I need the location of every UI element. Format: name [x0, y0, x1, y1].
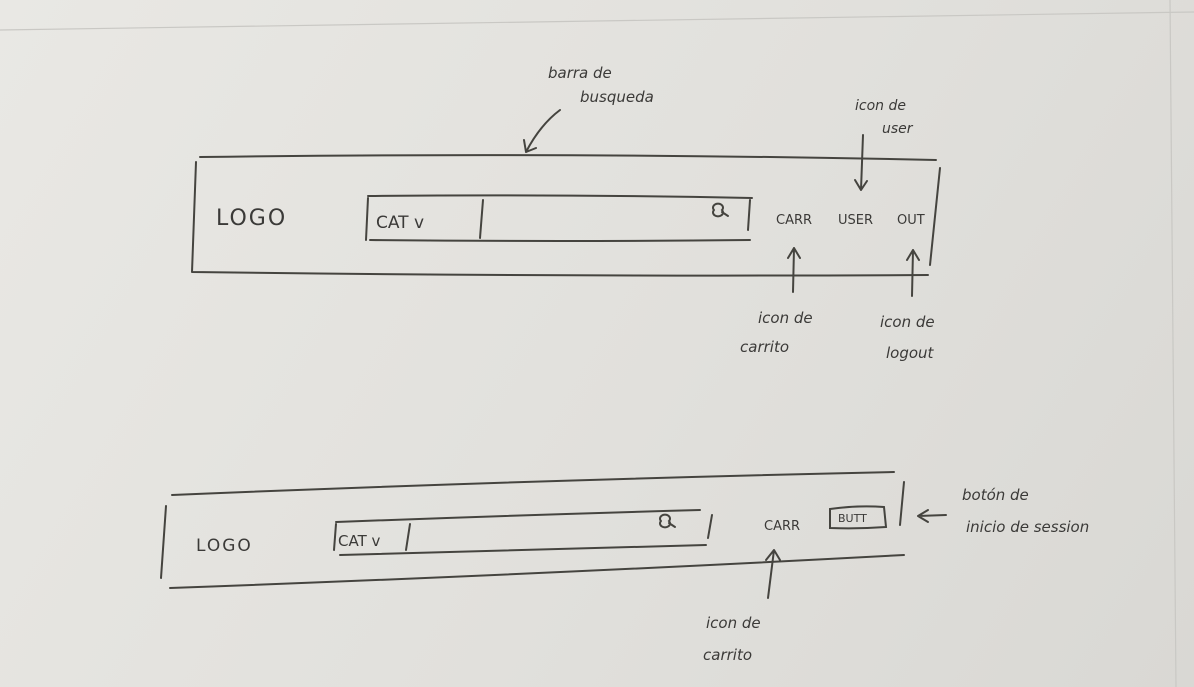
- annotation-login-button-line2: inicio de session: [966, 518, 1089, 536]
- annotation-user-icon-line1: icon de: [855, 98, 906, 114]
- logout-icon-arrow: [906, 249, 920, 297]
- header-wireframe-logged-in: [191, 154, 941, 277]
- annotation-cart-icon-2-line2: carrito: [703, 646, 752, 664]
- cart-icon-2[interactable]: CARR: [764, 519, 800, 534]
- header-wireframe-logged-out: [160, 471, 905, 589]
- login-button-arrow: [917, 509, 947, 523]
- category-dropdown-2[interactable]: CAT v: [338, 532, 381, 550]
- annotation-logout-icon-line1: icon de: [880, 313, 935, 331]
- search-bar-outline: [365, 194, 753, 242]
- annotation-search-bar-line2: busqueda: [580, 88, 654, 106]
- logout-icon[interactable]: OUT: [897, 213, 925, 228]
- search-icon-2: [659, 513, 676, 529]
- annotation-cart-icon-2-line1: icon de: [706, 614, 761, 632]
- annotation-cart-icon-1-line2: carrito: [740, 338, 789, 356]
- annotation-logout-icon-line2: logout: [886, 344, 935, 362]
- user-icon-arrow: [854, 134, 868, 191]
- cart-icon[interactable]: CARR: [776, 213, 812, 228]
- annotation-arrows-1: [523, 109, 920, 297]
- search-bar-arrow: [523, 109, 561, 153]
- search-icon: [712, 202, 729, 218]
- login-button[interactable]: BUTT: [838, 512, 867, 525]
- header-frame: [191, 154, 941, 277]
- search-bar-outline-2: [333, 509, 713, 556]
- annotation-user-icon-line2: user: [882, 121, 914, 137]
- annotation-arrows-2: [765, 509, 947, 599]
- category-divider-2: [405, 523, 411, 551]
- cart-icon-2-arrow: [765, 549, 781, 599]
- login-button-outline: [829, 505, 888, 530]
- category-dropdown[interactable]: CAT v: [376, 213, 424, 233]
- category-divider: [479, 199, 484, 239]
- annotation-search-bar-line1: barra de: [548, 64, 612, 82]
- annotation-login-button-line1: botón de: [962, 486, 1029, 504]
- user-icon[interactable]: USER: [838, 213, 873, 228]
- cart-icon-arrow: [787, 247, 801, 293]
- annotation-cart-icon-1-line1: icon de: [758, 309, 813, 327]
- logo-2: LOGO: [196, 536, 253, 556]
- logo: LOGO: [216, 206, 287, 231]
- header-frame-2: [160, 471, 905, 589]
